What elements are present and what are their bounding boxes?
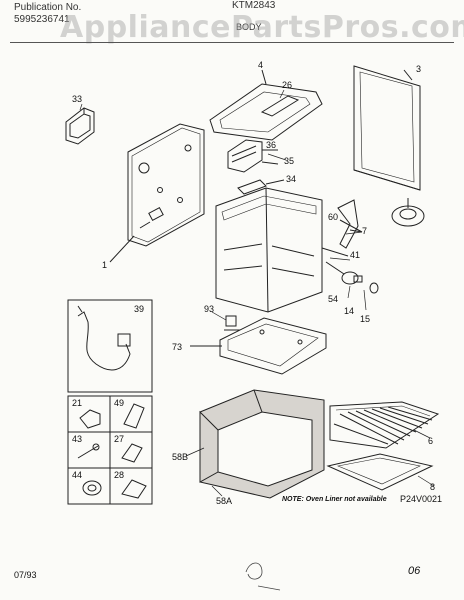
part-35-36-vent-drawing	[227, 139, 279, 173]
part-label-26: 26	[282, 80, 293, 90]
part-round-grommet-drawing	[391, 198, 425, 227]
diagram-code: P24V0021	[400, 494, 443, 504]
part-label-49: 49	[114, 398, 125, 408]
part-60-7-element-drawing	[337, 199, 363, 249]
part-label-35: 35	[284, 156, 295, 166]
inset-39-drawing	[67, 299, 153, 393]
part-label-93: 93	[204, 304, 215, 314]
publication-number: 5995236741	[14, 14, 70, 25]
footer-scribble: 06	[408, 565, 421, 577]
oven-liner-note: NOTE: Oven Liner not available	[282, 496, 387, 503]
part-label-58b: 58B	[172, 452, 189, 462]
part-label-3: 3	[416, 64, 422, 74]
part-54-14-15-hardware-drawing	[325, 261, 379, 294]
watermark: AppliancePartsPros.com	[60, 10, 464, 45]
publication-label: Publication No.	[14, 2, 82, 13]
part-label-54: 54	[328, 294, 339, 304]
part-label-33: 33	[72, 94, 83, 104]
part-label-41: 41	[350, 250, 361, 260]
part-label-1: 1	[102, 260, 108, 270]
part-label-7: 7	[362, 226, 368, 236]
part-label-60: 60	[328, 212, 339, 222]
part-34-cover-drawing	[237, 179, 285, 195]
part-label-58a: 58A	[216, 496, 233, 506]
footer-date: 07/93	[14, 570, 37, 580]
model-number: KTM2843	[232, 0, 276, 11]
part-label-28: 28	[114, 470, 125, 480]
small-parts-inset-grid	[67, 395, 153, 505]
part-6-oven-rack-drawing	[329, 401, 440, 449]
section-title: BODY	[236, 22, 262, 32]
part-93-clip-drawing	[224, 315, 240, 331]
part-label-43: 43	[72, 434, 83, 444]
header-rule	[10, 42, 454, 43]
part-73-bottom-panel-drawing	[190, 317, 327, 375]
oven-body-drawing	[215, 187, 349, 313]
footer-scribble-drawing	[245, 562, 281, 591]
part-3-back-panel-drawing	[353, 65, 421, 191]
part-label-21: 21	[72, 398, 83, 408]
part-58-insulation-drawing	[199, 389, 325, 499]
part-label-6: 6	[428, 436, 434, 446]
part-33-bracket-drawing	[65, 107, 95, 145]
part-1-side-panel-drawing	[109, 123, 205, 263]
part-label-36: 36	[266, 140, 277, 150]
leader-lines	[79, 89, 435, 497]
part-4-top-panel-drawing	[209, 69, 323, 141]
part-label-73: 73	[172, 342, 183, 352]
part-label-15: 15	[360, 314, 371, 324]
part-label-44: 44	[72, 470, 83, 480]
part-8-oven-liner-drawing	[326, 453, 434, 491]
part-label-4: 4	[258, 60, 264, 70]
part-label-14: 14	[344, 306, 355, 316]
part-label-34: 34	[286, 174, 297, 184]
part-label-8: 8	[430, 482, 436, 492]
part-label-39: 39	[134, 304, 145, 314]
part-label-27: 27	[114, 434, 125, 444]
